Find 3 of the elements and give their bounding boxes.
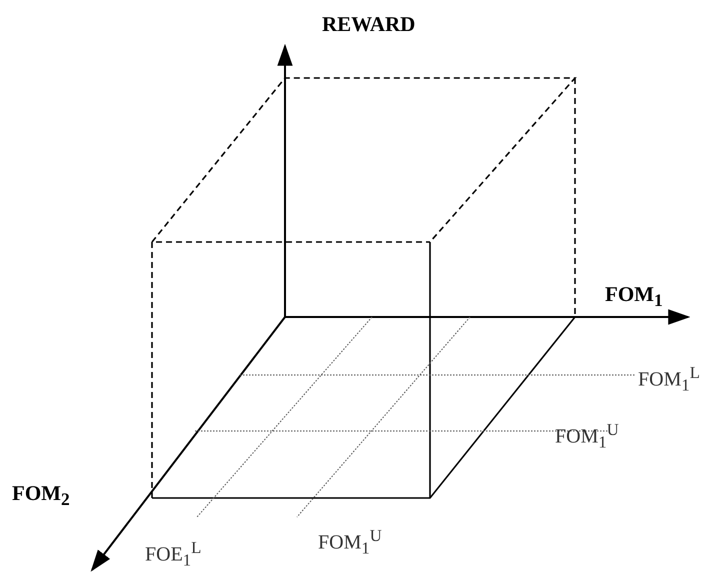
axis-label: FOM$_{1}$ — [605, 284, 663, 310]
axis-label: FOM$_{2}$ — [12, 483, 70, 509]
axis-label: REWARD — [322, 14, 416, 35]
